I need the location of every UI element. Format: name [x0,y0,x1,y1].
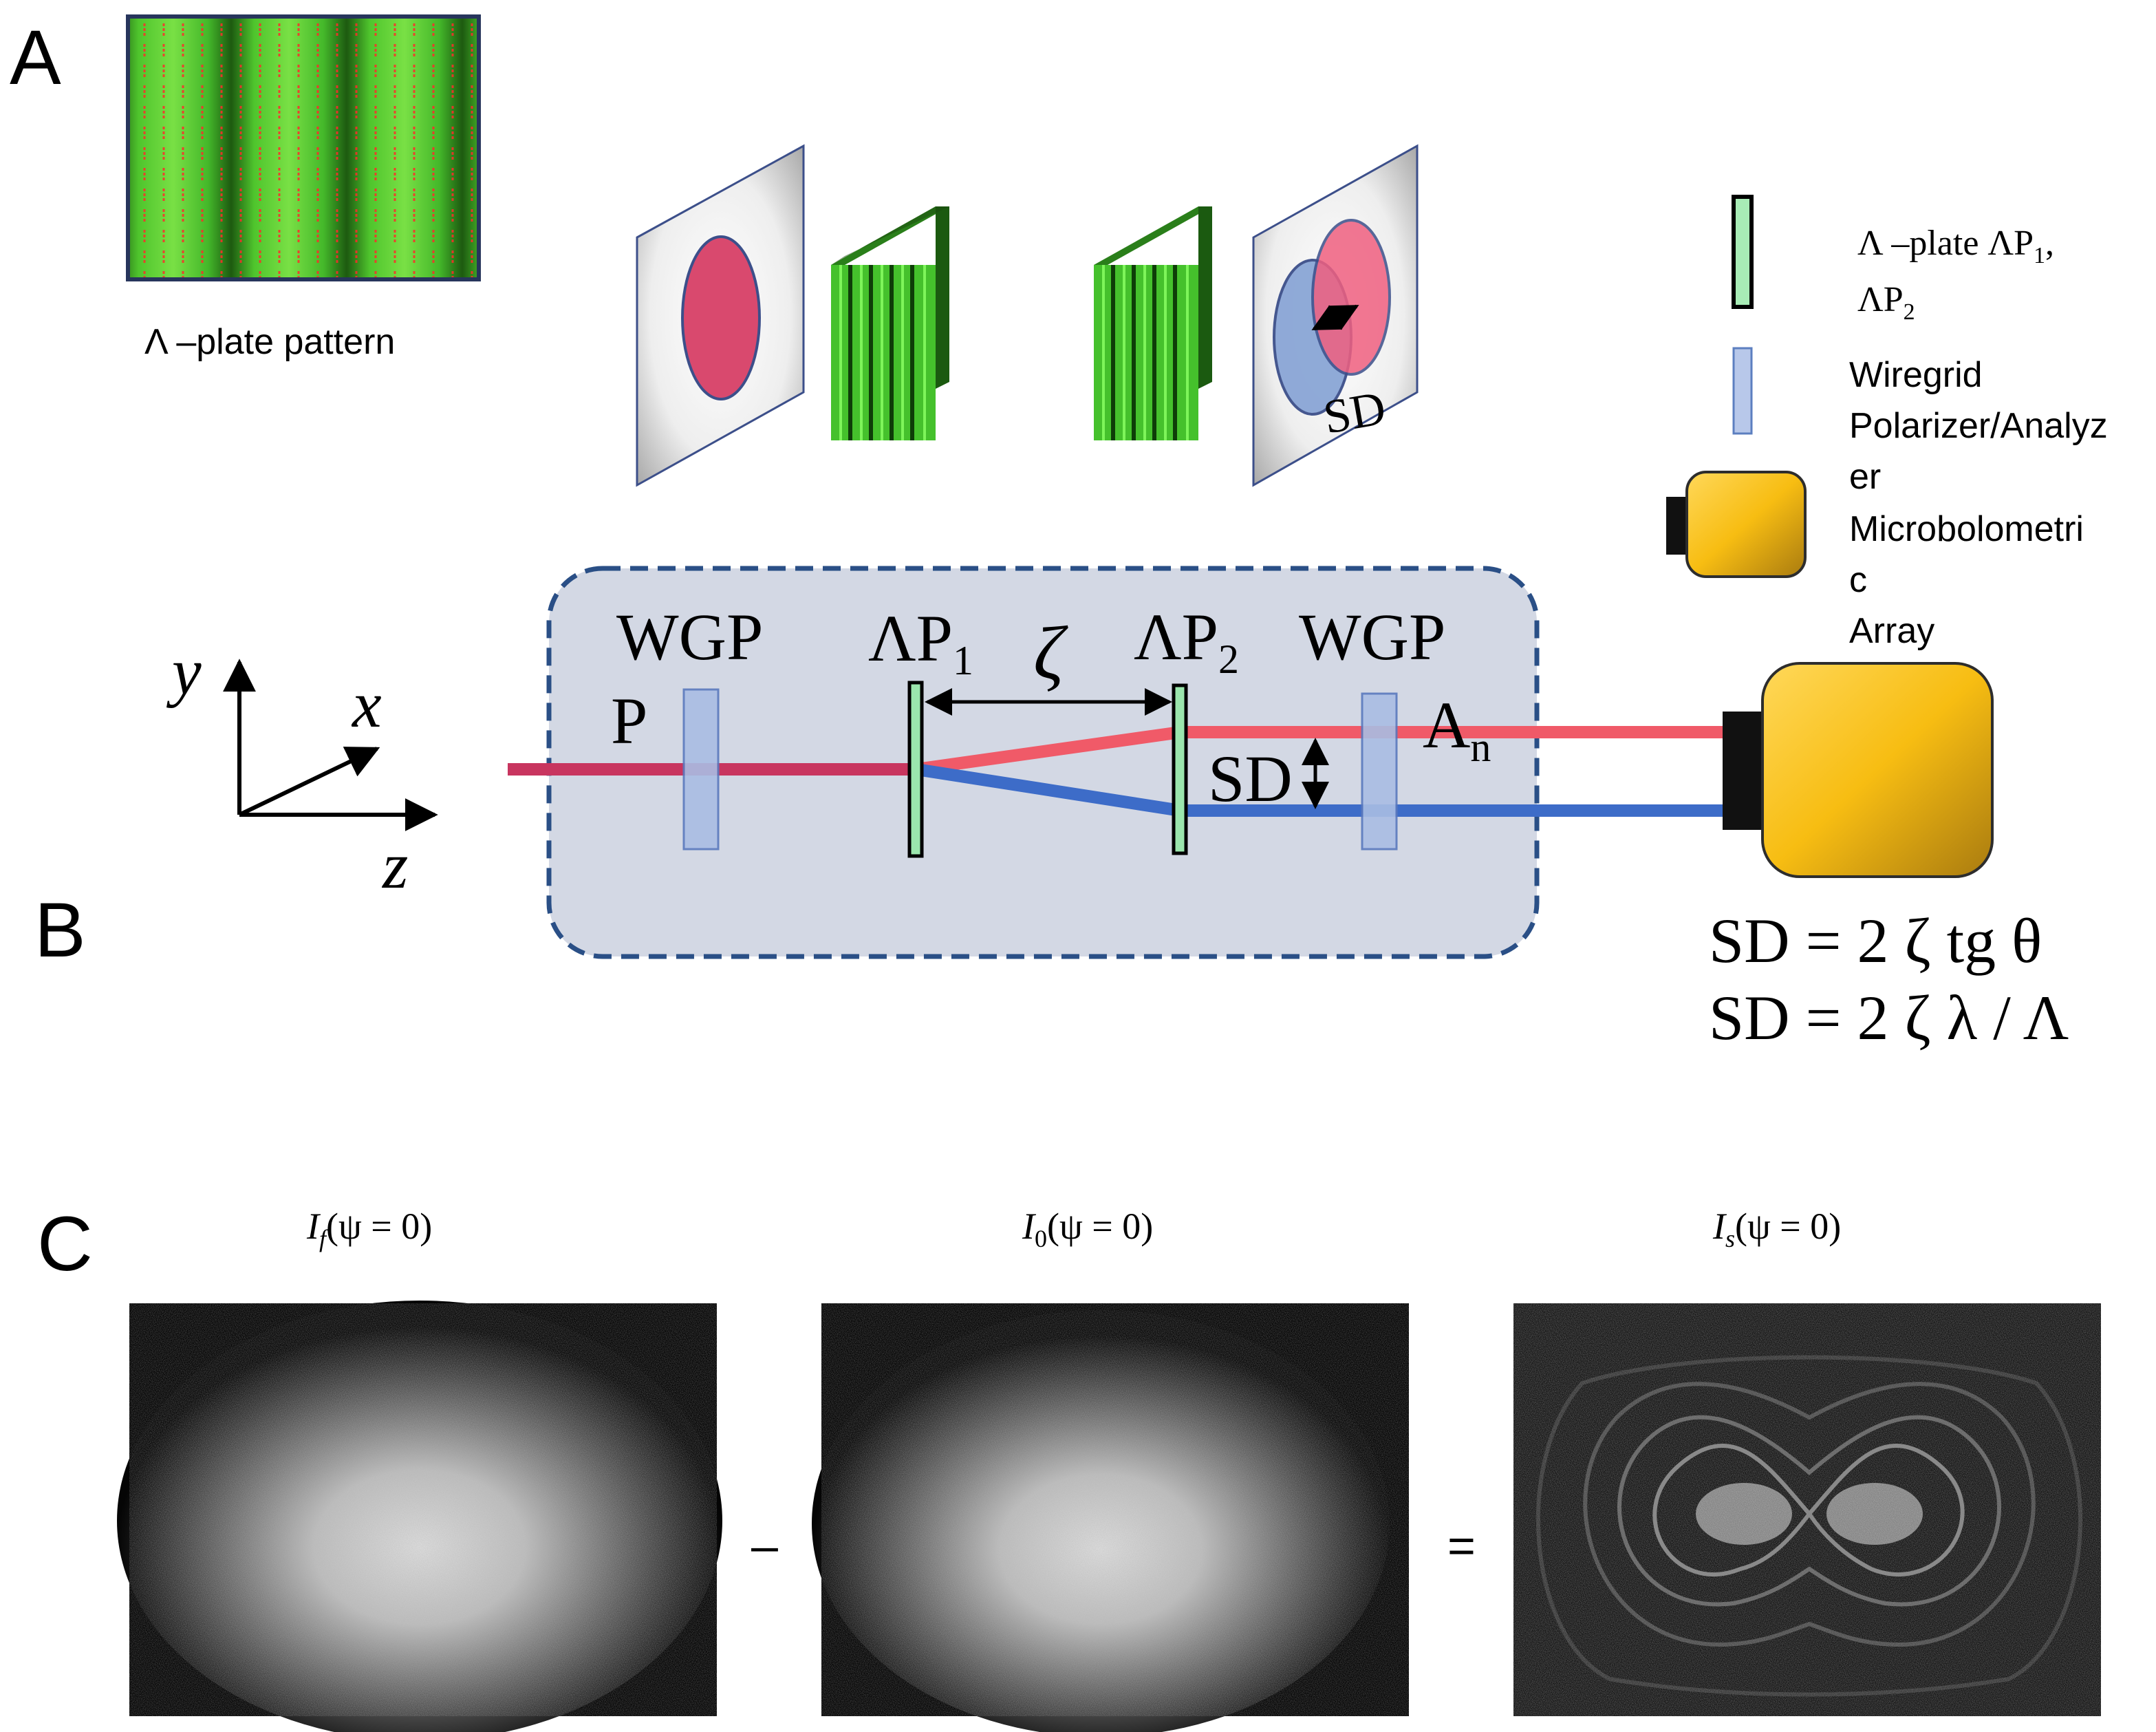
wgp-right-label: WGP [1299,600,1445,674]
setup-enclosure [546,566,1540,959]
wgp-left-label: WGP [616,600,763,674]
output-screen: SD [1252,144,1419,487]
axis-x-label: x [351,667,382,741]
wgp-polarizer [682,688,720,851]
legend-bolometer-line2: c [1849,560,1867,600]
legend-lambda-plate-label: Λ –plate ΛP1, [1857,224,2054,268]
panel-label-c: C [37,1201,93,1287]
axis-z-label: z [381,828,408,902]
ap2-label: ΛP2 [1134,600,1239,682]
formula-1: SD = 2 ζ tg θ [1709,906,2042,976]
wgp-analyzer [1361,692,1398,851]
shear-label: SD [1319,382,1389,445]
lambda-plate-pattern-image [126,14,481,281]
beam-spot [681,235,761,400]
minus-operator: – [751,1519,778,1572]
lambda-plate-caption: Λ –plate pattern [144,322,395,362]
image-right-title: Is(ψ = 0) [1712,1206,1841,1252]
legend-bolometer-line1: Microbolometri [1849,509,2084,549]
legend-lambda-plate-swatch [1732,195,1754,309]
legend-wiregrid-swatch [1732,347,1753,435]
image-i0 [812,1303,1409,1732]
lambda-plate-1 [907,681,924,858]
ap1-label: ΛP1 [868,601,973,683]
lambda-plate-2-3d [1094,206,1212,440]
panel-label-a: A [10,14,61,100]
panel-label-b: B [34,887,86,973]
image-if [117,1301,722,1732]
legend-wiregrid-line1: Wiregrid [1849,355,1983,395]
zeta-label: ζ [1033,611,1068,695]
equals-operator: = [1447,1519,1476,1572]
lambda-plate-1-3d [831,206,949,440]
legend-bolometer-line3: Array [1849,611,1934,651]
polarizer-label: P [611,684,647,758]
image-left-title: If(ψ = 0) [306,1206,432,1252]
axis-y-label: y [166,634,202,708]
legend-wiregrid-line2: Polarizer/Analyz [1849,406,2108,446]
legend-wiregrid-line3: er [1849,457,1881,497]
legend-lambda-plate-label-2: ΛP2 [1857,280,1915,325]
legend: Λ –plate ΛP1, ΛP2 Wiregrid Polarizer/Ana… [1666,195,2108,651]
shear-arrow [1311,304,1359,331]
legend-camera-icon [1666,471,1807,578]
coordinate-axes: y x z [166,634,438,902]
input-screen [636,144,805,487]
formula-2: SD = 2 ζ λ / Λ [1709,983,2069,1053]
sheared-spot-red [1311,219,1391,376]
image-is [1513,1303,2101,1716]
sd-label: SD [1208,742,1293,815]
microbolometric-camera [1723,662,1994,878]
image-mid-title: I0(ψ = 0) [1022,1206,1153,1252]
lambda-plate-2 [1172,683,1188,855]
analyzer-label: An [1423,688,1491,770]
